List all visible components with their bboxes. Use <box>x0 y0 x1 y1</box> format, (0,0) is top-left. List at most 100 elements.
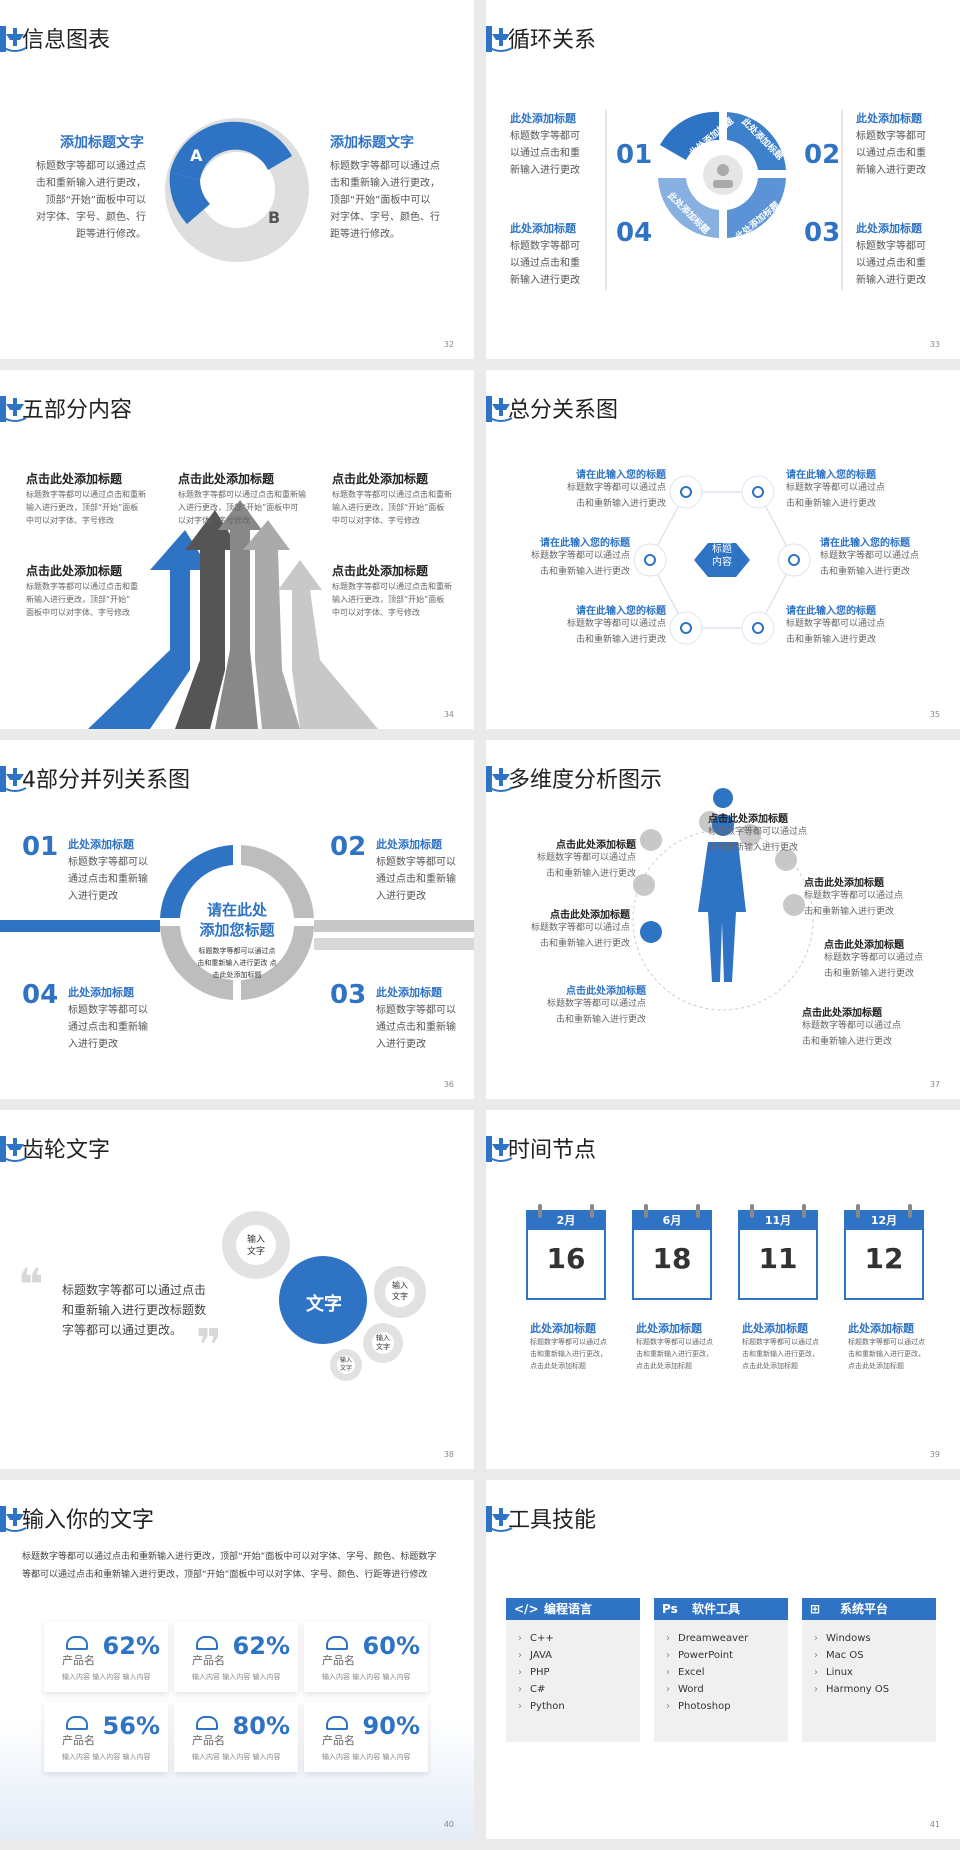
dimension-body: 标题数字等都可以通过点 <box>708 827 808 837</box>
product-icon <box>66 1636 88 1650</box>
timeline-body: 标题数字等都可以通过点 <box>530 1338 607 1346</box>
gear-label: 输入 <box>376 1334 390 1342</box>
product-percent: 62% <box>102 1632 160 1660</box>
product-sub: 输入内容 输入内容 输入内容 <box>192 1673 281 1681</box>
part-heading: 点击此处添加标题 <box>332 472 429 486</box>
timeline-body: 点击此处添加标题 <box>636 1362 692 1370</box>
logo-icon <box>3 1508 27 1532</box>
skill-column: </>编程语言 C++ JAVA PHP C# Python <box>506 1598 640 1742</box>
dimension-body: 标题数字等都可以通过点 <box>824 953 924 963</box>
hub-diagram <box>633 475 811 645</box>
page-number: 34 <box>443 710 454 719</box>
skill-item: PowerPoint <box>666 1647 788 1664</box>
left-body-line: 击和重新输入进行更改， <box>36 178 146 189</box>
left-body-line: 标题数字等都可以通过点 <box>36 161 146 172</box>
part-body: 新输入进行更改，顶部“开始” <box>26 595 131 604</box>
cycle-item-body: 新输入进行更改 <box>856 165 926 176</box>
product-icon <box>66 1716 88 1730</box>
center-body: 击此处添加标题 <box>212 971 262 979</box>
slide-five-parts: 五部分内容 点击此处添加标题 标题数字等都可以通过点击和重新 输入进行更改，顶部… <box>0 370 474 729</box>
calendar-day: 16 <box>546 1242 586 1275</box>
cycle-number: 01 <box>616 140 653 170</box>
calendar-day: 12 <box>864 1242 904 1275</box>
product-icon <box>196 1716 218 1730</box>
timeline-body: 点击此处添加标题 <box>848 1362 904 1370</box>
dimension-body: 击和重新输入进行更改 <box>545 869 636 879</box>
product-card: 60% 产品名 输入内容 输入内容 输入内容 <box>304 1622 428 1692</box>
part-body: 标题数字等都可以 <box>376 857 456 868</box>
product-card: 62% 产品名 输入内容 输入内容 输入内容 <box>174 1622 298 1692</box>
cycle-item-heading: 此处添加标题 <box>856 222 922 235</box>
cycle-item-body: 新输入进行更改 <box>510 165 580 176</box>
part-body: 标题数字等都可以通过点击和重新 <box>332 490 452 499</box>
product-percent: 60% <box>362 1632 420 1660</box>
slide-title: 输入你的文字 <box>22 1508 155 1533</box>
right-body-line: 击和重新输入进行更改， <box>330 178 440 189</box>
skill-item: Windows <box>814 1630 936 1647</box>
dimension-body: 击和重新输入进行更改 <box>555 1015 646 1025</box>
skill-item: Linux <box>814 1664 936 1681</box>
product-card: 62% 产品名 输入内容 输入内容 输入内容 <box>44 1622 168 1692</box>
calendar-card: 12月 12 <box>844 1204 924 1300</box>
hub-item-body: 标题数字等都可以通过点 <box>786 619 886 629</box>
logo-icon <box>3 398 27 422</box>
logo-icon <box>489 1138 513 1162</box>
intro-line: 等都可以通过点击和重新输入进行更改，顶部“开始”面板中可以对字体、字号、颜色、行… <box>22 1570 428 1580</box>
hub-item-heading: 请在此输入您的标题 <box>576 606 666 617</box>
timeline-heading: 此处添加标题 <box>848 1322 914 1335</box>
part-body: 标题数字等都可以通过点击和重 <box>26 582 138 591</box>
title-accent-bar <box>0 1506 6 1532</box>
timeline-body: 击和重新输入进行更改， <box>848 1350 925 1358</box>
skill-item: Harmony OS <box>814 1681 936 1698</box>
timeline-body: 击和重新输入进行更改， <box>742 1350 819 1358</box>
product-icon <box>196 1636 218 1650</box>
right-body-line: 距等进行修改。 <box>330 229 400 240</box>
dimension-body: 标题数字等都可以通过点 <box>530 923 630 933</box>
logo-icon <box>489 398 513 422</box>
gear-label: 输入 <box>246 1235 265 1245</box>
dimension-body: 击和重新输入进行更改 <box>824 969 915 979</box>
cycle-item-body: 新输入进行更改 <box>856 275 926 286</box>
dimension-heading: 点击此处添加标题 <box>802 1008 882 1019</box>
timeline-body: 标题数字等都可以通过点 <box>636 1338 713 1346</box>
title-accent-bar <box>486 1136 492 1162</box>
dimension-body: 击和重新输入进行更改 <box>539 939 630 949</box>
cycle-item-body: 以通过点击和重 <box>856 148 926 159</box>
calendar-day: 18 <box>652 1242 692 1275</box>
close-quote-icon: ❞ <box>196 1320 222 1371</box>
cycle-number: 04 <box>616 218 653 248</box>
part-body: 中可以对字体、字号修改 <box>332 608 420 617</box>
part-body: 标题数字等都可以通过点击和重新 <box>332 582 452 591</box>
calendar-card: 11月 11 <box>738 1204 818 1300</box>
logo-icon <box>489 28 513 52</box>
skill-item: C# <box>518 1681 640 1698</box>
product-icon <box>326 1636 348 1650</box>
slide-title: 4部分并列关系图 <box>22 768 190 793</box>
hub-item-heading: 请在此输入您的标题 <box>576 470 666 481</box>
part-heading: 此处添加标题 <box>68 838 134 851</box>
calendar-month: 12月 <box>846 1212 922 1230</box>
product-percent: 62% <box>232 1632 290 1660</box>
part-number: 03 <box>330 980 367 1010</box>
gear-label: 输入 <box>392 1281 408 1290</box>
page-number: 36 <box>443 1080 454 1089</box>
hub-item-body: 击和重新输入进行更改 <box>820 567 911 577</box>
product-name: 产品名 <box>192 1734 225 1747</box>
right-body-line: 对字体、字号、颜色、行 <box>330 212 440 223</box>
dimension-heading: 点击此处添加标题 <box>550 910 630 921</box>
hub-item-heading: 请在此输入您的标题 <box>540 538 630 549</box>
page-number: 32 <box>443 340 454 349</box>
gear-label: 文字 <box>246 1247 265 1257</box>
dimension-heading: 点击此处添加标题 <box>804 878 884 889</box>
dimension-heading: 点击此处添加标题 <box>556 840 636 851</box>
part-heading: 点击此处添加标题 <box>178 472 275 486</box>
gear-body-line: 标题数字等都可以通过点击 <box>62 1283 207 1297</box>
gear-label: 文字 <box>376 1343 390 1351</box>
slide-hub: 总分关系图 标题 内容 请在此输入您的标题 标题数字等都可以通过点 击和重新输入… <box>486 370 960 729</box>
hub-item-body: 标题数字等都可以通过点 <box>566 483 666 493</box>
dimension-body: 击和重新输入进行更改 <box>708 843 799 853</box>
product-name: 产品名 <box>62 1734 95 1747</box>
hub-item-heading: 请在此输入您的标题 <box>786 606 876 617</box>
cycle-item-body: 以通过点击和重 <box>856 258 926 269</box>
